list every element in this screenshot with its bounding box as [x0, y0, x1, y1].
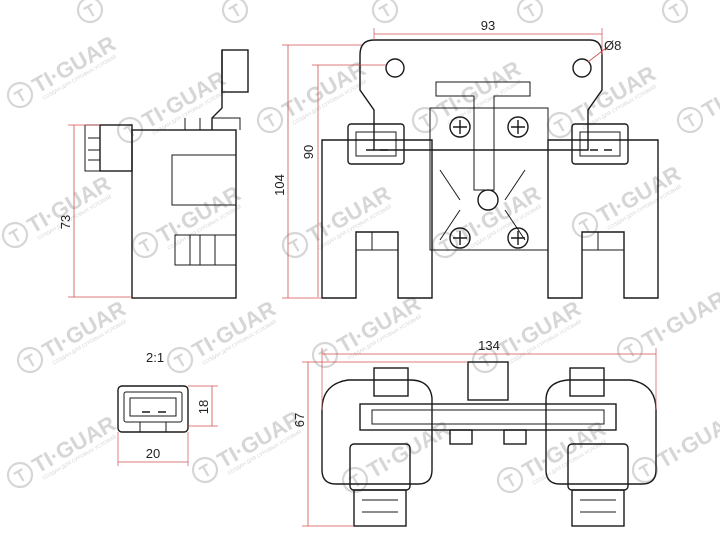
watermark: TI·GUAR СОЗДАН ДЛЯ СУРОВЫХ УСЛОВИЙ: [256, 56, 370, 134]
center-boss: [477, 189, 499, 211]
dim-label-90: 90: [301, 145, 316, 159]
watermark: TI·GUAR СОЗДАН ДЛЯ СУРОВЫХ УСЛОВИЙ: [166, 296, 280, 374]
coil-right-connector: [571, 123, 629, 165]
side-inner-panel: [171, 154, 237, 206]
watermark: TI·GUAR СОЗДАН ДЛЯ СУРОВЫХ УСЛОВИЙ: [191, 406, 305, 484]
front-t-slot: [435, 81, 531, 191]
side-bracket-tab: [221, 49, 249, 93]
mount-hole-left: [385, 58, 405, 78]
watermark: TI·GUAR СОЗДАН ДЛЯ СУРОВЫХ УСЛОВИЙ: [496, 416, 610, 494]
mount-hole-right: [572, 58, 592, 78]
watermark: TI·GUAR СОЗДАН ДЛЯ СУРОВЫХ УСЛОВИЙ: [571, 161, 685, 239]
watermark: TI·GUAR: [631, 406, 720, 484]
dim-label-93: 93: [481, 18, 495, 33]
bottom-connector-right: [571, 489, 625, 527]
side-view: 73: [58, 49, 249, 299]
connector-detail-body: [117, 385, 189, 433]
screw: [449, 227, 471, 249]
svg-text:TI·GUAR: TI·GUAR: [698, 56, 720, 124]
watermark: TI·GUAR СОЗДАН ДЛЯ СУРОВЫХ УСЛОВИЙ: [16, 296, 130, 374]
watermark: TI·GUAR СОЗДАН ДЛЯ СУРОВЫХ УСЛОВИЙ: [431, 181, 545, 259]
coil-left-connector: [347, 123, 405, 165]
side-connector: [99, 124, 133, 172]
side-body: [131, 129, 237, 299]
bottom-coil-left: [321, 379, 433, 485]
bottom-bracket-bar: [359, 403, 617, 431]
watermark: TI·GUAR СОЗДАН ДЛЯ СУРОВЫХ УСЛОВИЙ: [6, 411, 120, 489]
watermark: [371, 0, 399, 24]
svg-text:TI·GUAR: TI·GUAR: [638, 286, 720, 354]
bottom-coil-right: [545, 379, 657, 485]
bottom-center-terminal: [467, 361, 509, 401]
dim-label-73: 73: [58, 215, 73, 229]
dim-label-18: 18: [196, 400, 211, 414]
watermark: [661, 0, 689, 24]
screw: [507, 227, 529, 249]
dim-label-d8: Ø8: [604, 38, 621, 53]
scale-label: 2:1: [146, 350, 164, 365]
svg-text:TI·GUAR: TI·GUAR: [363, 416, 455, 484]
bottom-view: 134 67: [292, 338, 657, 527]
screw: [449, 116, 471, 138]
front-view: 93 Ø8 90 104: [272, 18, 659, 299]
dim-label-67: 67: [292, 413, 307, 427]
watermark: TI·GUAR СОЗДАН ДЛЯ СУРОВЫХ УСЛОВИЙ: [546, 61, 660, 139]
watermark: TI·GUAR СОЗДАН ДЛЯ СУРОВЫХ УСЛОВИЙ: [311, 291, 425, 369]
dim-label-134: 134: [478, 338, 500, 353]
front-bracket-plate: [359, 39, 603, 151]
watermark: TI·GUAR: [341, 416, 455, 494]
watermark: TI·GUAR СОЗДАН ДЛЯ СУРОВЫХ УСЛОВИЙ: [411, 56, 525, 134]
watermark: [221, 0, 249, 24]
watermark: [76, 0, 104, 24]
watermark: TI·GUAR СОЗДАН ДЛЯ СУРОВЫХ УСЛОВИЙ: [281, 181, 395, 259]
watermark: TI·GUAR: [676, 56, 720, 134]
screw: [507, 116, 529, 138]
bottom-connector-left: [353, 489, 407, 527]
watermark: TI·GUAR СОЗДАН ДЛЯ СУРОВЫХ УСЛОВИЙ: [6, 31, 120, 109]
watermark: TI·GUAR СОЗДАН ДЛЯ СУРОВЫХ УСЛОВИЙ: [1, 171, 115, 249]
watermark: TI·GUAR СОЗДАН ДЛЯ СУРОВЫХ УСЛОВИЙ: [131, 181, 245, 259]
dim-leader-d8: [587, 47, 607, 63]
watermark: [516, 0, 544, 24]
dim-label-104: 104: [272, 174, 287, 196]
connector-detail: 2:1 18 20: [117, 350, 218, 466]
side-inner-lower: [174, 234, 237, 266]
dim-label-20: 20: [146, 446, 160, 461]
svg-text:TI·GUAR: TI·GUAR: [653, 406, 720, 474]
